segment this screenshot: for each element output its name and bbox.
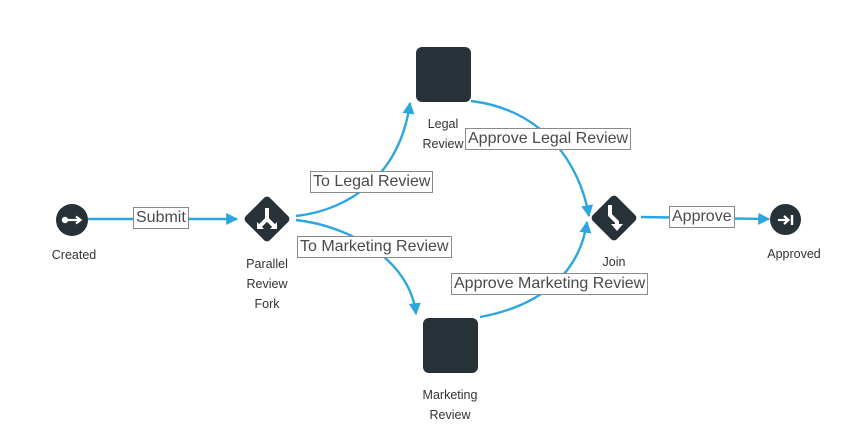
caption-marketing-review: Marketing Review <box>422 388 478 422</box>
parallel-join-icon <box>591 195 637 241</box>
task-legal-review[interactable] <box>416 47 471 102</box>
end-event-approved[interactable] <box>770 204 801 235</box>
caption-legal-review: Legal Review <box>422 117 464 151</box>
edge-label-submit[interactable]: Submit <box>133 207 189 229</box>
caption-join: Join <box>602 255 626 269</box>
edge-label-approve[interactable]: Approve <box>669 206 735 228</box>
parallel-fork-icon <box>244 196 290 242</box>
caption-parallel-review-fork: Parallel Review Fork <box>246 257 288 311</box>
edge-approve-legal-review[interactable] <box>470 99 594 218</box>
caption-approved: Approved <box>767 247 821 261</box>
caption-created: Created <box>51 248 97 262</box>
edge-label-approve-legal-review[interactable]: Approve Legal Review <box>465 128 632 150</box>
start-event-created[interactable] <box>56 204 88 236</box>
edge-label-to-marketing-review[interactable]: To Marketing Review <box>297 236 452 258</box>
gateway-join[interactable] <box>587 191 641 245</box>
edge-to-marketing-review[interactable] <box>295 218 421 316</box>
edge-label-approve-marketing-review[interactable]: Approve Marketing Review <box>451 273 649 295</box>
start-event-icon <box>61 215 83 225</box>
end-event-icon <box>777 214 793 225</box>
gateway-parallel-review-fork[interactable] <box>240 192 294 246</box>
edge-label-to-legal-review[interactable]: To Legal Review <box>310 171 434 193</box>
edge-to-legal-review[interactable] <box>295 101 415 218</box>
task-marketing-review[interactable] <box>423 318 478 373</box>
